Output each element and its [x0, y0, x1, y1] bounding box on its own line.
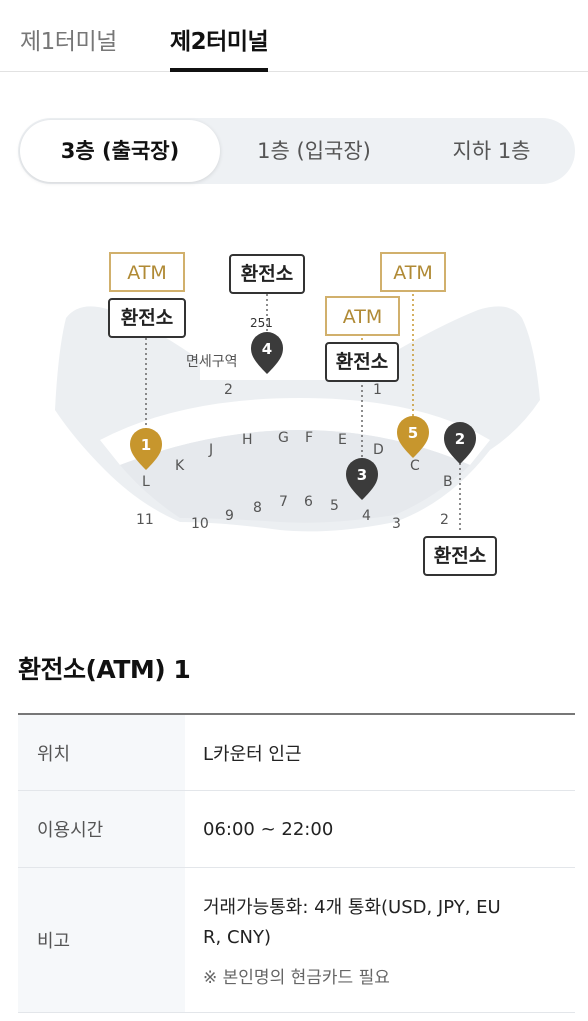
pin-2-number: 2 — [455, 430, 465, 448]
counter-d: D — [373, 442, 384, 458]
counter-h: H — [242, 432, 253, 448]
gate-11: 11 — [136, 512, 154, 528]
gate-3: 3 — [392, 516, 401, 532]
gate-8: 8 — [253, 500, 262, 516]
table-row: 이용시간 06:00 ~ 22:00 — [18, 791, 575, 868]
atm-label-3: ATM — [325, 296, 400, 336]
gate-5: 5 — [330, 498, 339, 514]
terminal-inner-concourse — [120, 430, 470, 523]
pin-4-number: 4 — [262, 340, 272, 358]
exchange-label-1: 환전소 — [108, 298, 186, 338]
remarks-currency-line-2: R, CNY) — [203, 926, 272, 948]
gate-251: 251 — [250, 316, 273, 330]
info-table: 위치 L카운터 인근 이용시간 06:00 ~ 22:00 비고 거래가능통화:… — [18, 713, 575, 1013]
atm-label-5: ATM — [380, 252, 446, 292]
tab-terminal-2[interactable]: 제2터미널 — [170, 22, 269, 72]
gate-6: 6 — [304, 494, 313, 510]
detail-title: 환전소(ATM) 1 — [18, 655, 191, 684]
floor-tab-b1[interactable]: 지하 1층 — [452, 139, 531, 163]
floor-selector: 1층 (입국장) 지하 1층 3층 (출국장) — [18, 118, 575, 184]
table-row: 비고 거래가능통화: 4개 통화(USD, JPY, EU R, CNY) ※ … — [18, 868, 575, 1013]
row-key-remarks: 비고 — [18, 868, 185, 1012]
remarks-currency-line-1: 거래가능통화: 4개 통화(USD, JPY, EU — [203, 896, 501, 918]
counter-k: K — [175, 458, 185, 474]
pin-4-marker — [251, 332, 283, 374]
remarks-note: ※ 본인명의 현금카드 필요 — [203, 967, 390, 988]
counter-f: F — [305, 430, 314, 446]
terminal-inner-curve — [100, 398, 490, 465]
counter-c: C — [410, 458, 420, 474]
gate-1: 1 — [373, 382, 382, 398]
gate-4: 4 — [362, 508, 371, 524]
counter-j: J — [209, 442, 214, 458]
floor-tab-3f[interactable]: 3층 (출국장) — [20, 120, 220, 182]
pin-2-marker — [444, 422, 476, 464]
counter-b: B — [443, 474, 453, 490]
row-value-hours: 06:00 ~ 22:00 — [203, 818, 334, 840]
pin-5-marker — [397, 416, 429, 458]
row-value-remarks: 거래가능통화: 4개 통화(USD, JPY, EU R, CNY) ※ 본인명… — [185, 868, 575, 1012]
gate-10: 10 — [191, 516, 209, 532]
exchange-label-4: 환전소 — [229, 254, 305, 294]
exchange-label-2: 환전소 — [423, 536, 497, 576]
gate-7: 7 — [279, 494, 288, 510]
gate-2-lower: 2 — [440, 512, 449, 528]
terminal-map-shape: 1 4 5 2 3 — [55, 294, 540, 533]
pin-1-marker — [130, 428, 162, 470]
terminal-map: 1 4 5 2 3 ATM 환전소 환전소 ATM ATM 환전소 환전소 면세… — [0, 230, 588, 600]
duty-free-label: 면세구역 — [186, 354, 238, 370]
floor-tab-1f[interactable]: 1층 (입국장) — [257, 139, 371, 163]
pin-5-number: 5 — [408, 424, 418, 442]
counter-e: E — [338, 432, 347, 448]
row-key-location: 위치 — [18, 715, 185, 790]
row-value-location: L카운터 인근 — [203, 743, 302, 765]
exchange-label-3: 환전소 — [325, 342, 399, 382]
table-row: 위치 L카운터 인근 — [18, 715, 575, 791]
gate-9: 9 — [225, 508, 234, 524]
row-key-hours: 이용시간 — [18, 791, 185, 867]
pin-3-number: 3 — [357, 466, 367, 484]
pin-3-marker — [346, 458, 378, 500]
terminal-tabs: 제1터미널 제2터미널 — [0, 0, 588, 72]
pin-1-number: 1 — [141, 436, 151, 454]
gate-2-upper: 2 — [224, 382, 233, 398]
tab-terminal-1[interactable]: 제1터미널 — [20, 29, 117, 55]
counter-l: L — [142, 474, 150, 490]
counter-g: G — [278, 430, 289, 446]
atm-label-1: ATM — [109, 252, 185, 292]
